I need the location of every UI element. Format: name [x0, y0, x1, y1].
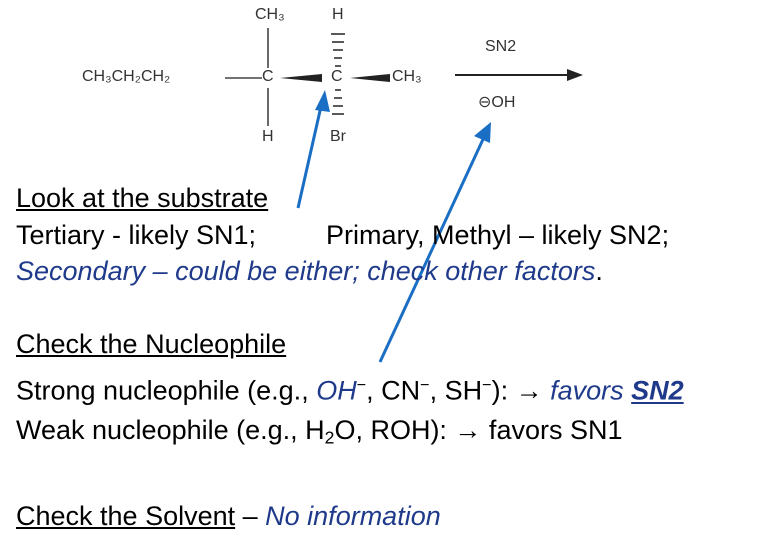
hash-bond-c2-top — [331, 33, 345, 67]
label-right-ch3: CH₃ — [392, 68, 422, 85]
strong-close: ): → — [491, 375, 551, 406]
strong-sh: , SH — [429, 375, 483, 406]
solvent-info: No information — [265, 501, 441, 531]
reaction-label-top: SN2 — [485, 38, 517, 55]
substrate-period: . — [595, 256, 603, 286]
weak-prefix: Weak nucleophile (e.g., H — [16, 415, 325, 445]
label-top-ch3: CH₃ — [255, 6, 285, 23]
hash-bond-c2-bottom — [332, 89, 344, 115]
substrate-heading: Look at the substrate — [16, 183, 269, 213]
label-top-h: H — [332, 6, 344, 23]
wedge-bond-c1-c2 — [280, 74, 322, 82]
strong-cn: , CN — [366, 375, 421, 406]
strong-favors: favors — [550, 375, 632, 406]
solvent-heading: Check the Solvent — [16, 501, 236, 531]
solvent-line: Check the Solvent – No information — [16, 500, 441, 532]
label-bottom-br: Br — [330, 128, 346, 145]
wedge-bond-c2-ch3 — [350, 74, 390, 82]
weak-sub: 2 — [324, 427, 335, 448]
annotation-arrowhead-substrate — [315, 90, 330, 112]
minus-sup-oh: − — [356, 376, 367, 394]
label-left-chain: CH₃CH₂CH₂ — [82, 68, 171, 85]
minus-sup-cn: − — [420, 376, 430, 394]
substrate-secondary-line: Secondary – could be either; check other… — [16, 255, 603, 287]
annotation-arrowhead-nucleophile — [474, 122, 491, 143]
label-c2: C — [331, 68, 343, 85]
label-bottom-h: H — [262, 128, 274, 145]
minus-charge-icon: ⊖ — [478, 94, 492, 111]
nucleophile-heading: Check the Nucleophile — [16, 329, 287, 359]
label-c1: C — [262, 68, 274, 85]
solvent-dash: – — [235, 501, 266, 531]
annotation-arrow-nucleophile — [378, 134, 487, 363]
weak-rest: O, ROH): → favors SN1 — [334, 415, 623, 445]
substrate-primary: Primary, Methyl – likely SN2; — [326, 220, 670, 250]
substrate-secondary: Secondary – could be either; check other… — [16, 256, 596, 286]
strong-prefix: Strong nucleophile (e.g., — [16, 375, 317, 406]
substrate-tertiary: Tertiary - likely SN1; — [16, 220, 257, 250]
nucleophile-strong: Strong nucleophile (e.g., OH−, CN−, SH−)… — [16, 369, 684, 407]
strong-oh: OH — [316, 375, 357, 406]
minus-sup-sh: − — [482, 376, 492, 394]
annotation-arrow-substrate — [296, 101, 324, 209]
reaction-label-bottom: ⊖OH — [478, 92, 515, 112]
reaction-arrow-head — [567, 69, 583, 81]
strong-sn2: SN2 — [631, 375, 684, 406]
nucleophile-weak: Weak nucleophile (e.g., H2O, ROH): → fav… — [16, 414, 623, 453]
reaction-label-oh: OH — [491, 94, 516, 111]
